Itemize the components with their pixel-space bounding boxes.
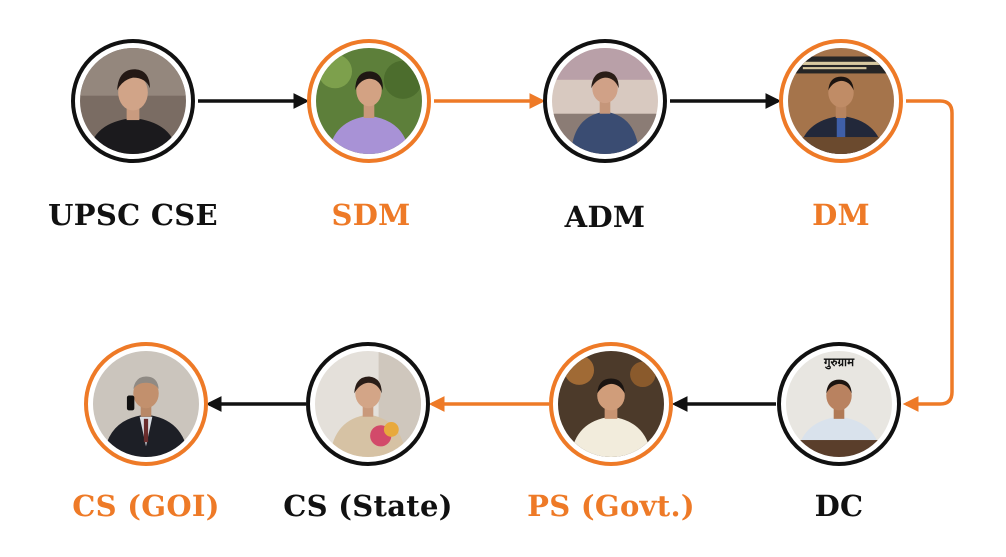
node-dm [779,39,903,163]
photo-sign-text: गुरुग्राम [823,355,855,370]
node-label-ps-govt: PS (Govt.) [527,489,695,523]
portrait-ps-govt [558,351,664,457]
arrow-dm-to-dc [902,99,954,412]
node-ps-govt [549,342,673,466]
portrait-upsc-cse [80,48,186,154]
node-sdm [307,39,431,163]
portrait-dm [788,48,894,154]
portrait-sdm [316,48,422,154]
node-label-dc: DC [814,489,864,523]
node-label-cs-goi: CS (GOI) [72,489,220,523]
node-dc: गुरुग्राम [777,342,901,466]
node-label-dm: DM [812,198,870,232]
node-label-adm: ADM [564,200,646,234]
portrait-adm [552,48,658,154]
portrait-cs-state [315,351,421,457]
node-adm [543,39,667,163]
portrait-cs-goi [93,351,199,457]
node-label-sdm: SDM [331,198,411,232]
portrait-dc: गुरुग्राम [786,351,892,457]
node-cs-state [306,342,430,466]
node-cs-goi [84,342,208,466]
node-upsc-cse [71,39,195,163]
node-label-cs-state: CS (State) [283,489,453,523]
node-label-upsc-cse: UPSC CSE [48,198,218,232]
